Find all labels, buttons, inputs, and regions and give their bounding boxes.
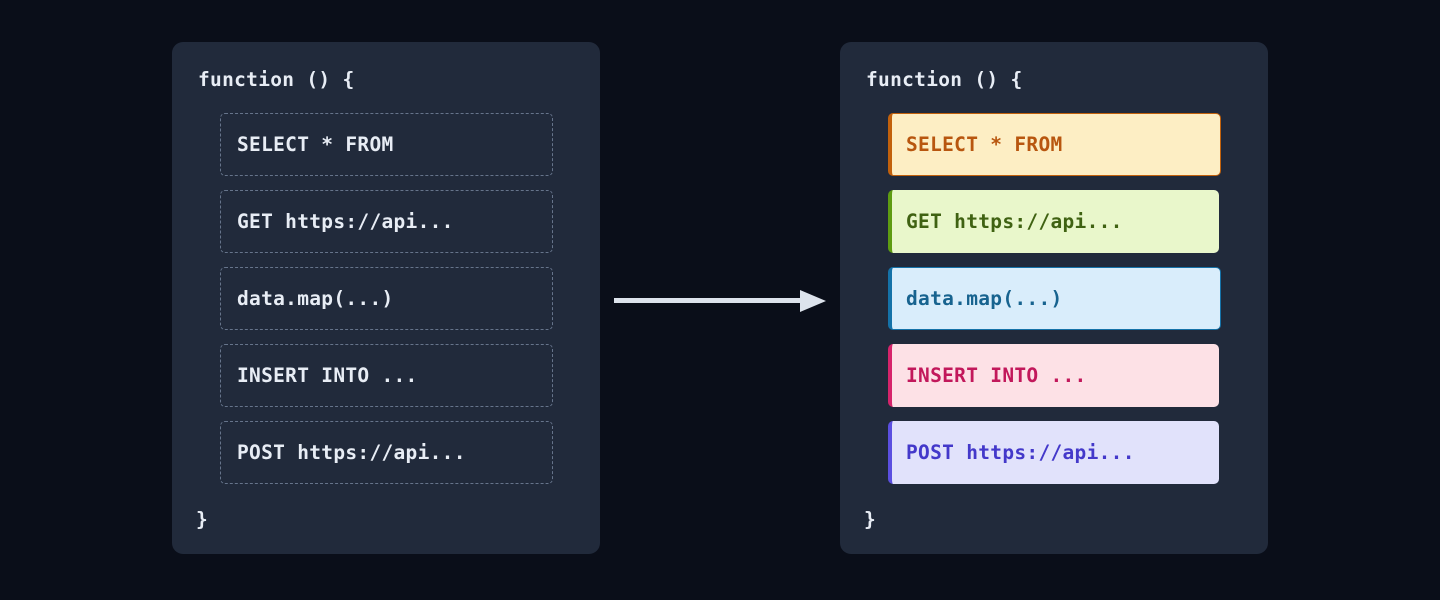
before-row: GET https://api... [220,189,553,253]
after-row-label: INSERT INTO ... [906,363,1087,387]
after-row-http-post: POST https://api... [888,420,1219,484]
before-row-list: SELECT * FROM GET https://api... data.map(… [220,112,556,484]
before-row: data.map(...) [220,266,553,330]
before-panel: function () { SELECT * FROM GET https://a… [172,42,600,554]
before-row: SELECT * FROM [220,112,553,176]
after-row-label: data.map(...) [906,286,1063,310]
after-row-sql-select: SELECT * FROM [888,112,1221,176]
arrow-shaft-icon [614,298,802,303]
after-panel: function () { SELECT * FROM GET https://a… [840,42,1268,554]
after-row-label: GET https://api... [906,209,1123,233]
before-row-label: data.map(...) [237,286,394,310]
after-row-js-map: data.map(...) [888,266,1221,330]
after-function-open: function () { [866,68,1023,91]
arrow-head-icon [800,290,826,312]
before-row: POST https://api... [220,420,553,484]
after-row-list: SELECT * FROM GET https://api... data.map(… [888,112,1224,484]
after-row-sql-insert: INSERT INTO ... [888,343,1219,407]
transform-arrow [614,290,826,312]
before-row-label: INSERT INTO ... [237,363,418,387]
after-row-http-get: GET https://api... [888,189,1219,253]
before-row-label: POST https://api... [237,440,466,464]
before-row-label: GET https://api... [237,209,454,233]
before-row-label: SELECT * FROM [237,132,394,156]
before-function-open: function () { [198,68,355,91]
after-function-close: } [864,508,877,531]
after-row-label: SELECT * FROM [906,132,1063,156]
before-row: INSERT INTO ... [220,343,553,407]
before-function-close: } [196,508,209,531]
after-row-label: POST https://api... [906,440,1135,464]
